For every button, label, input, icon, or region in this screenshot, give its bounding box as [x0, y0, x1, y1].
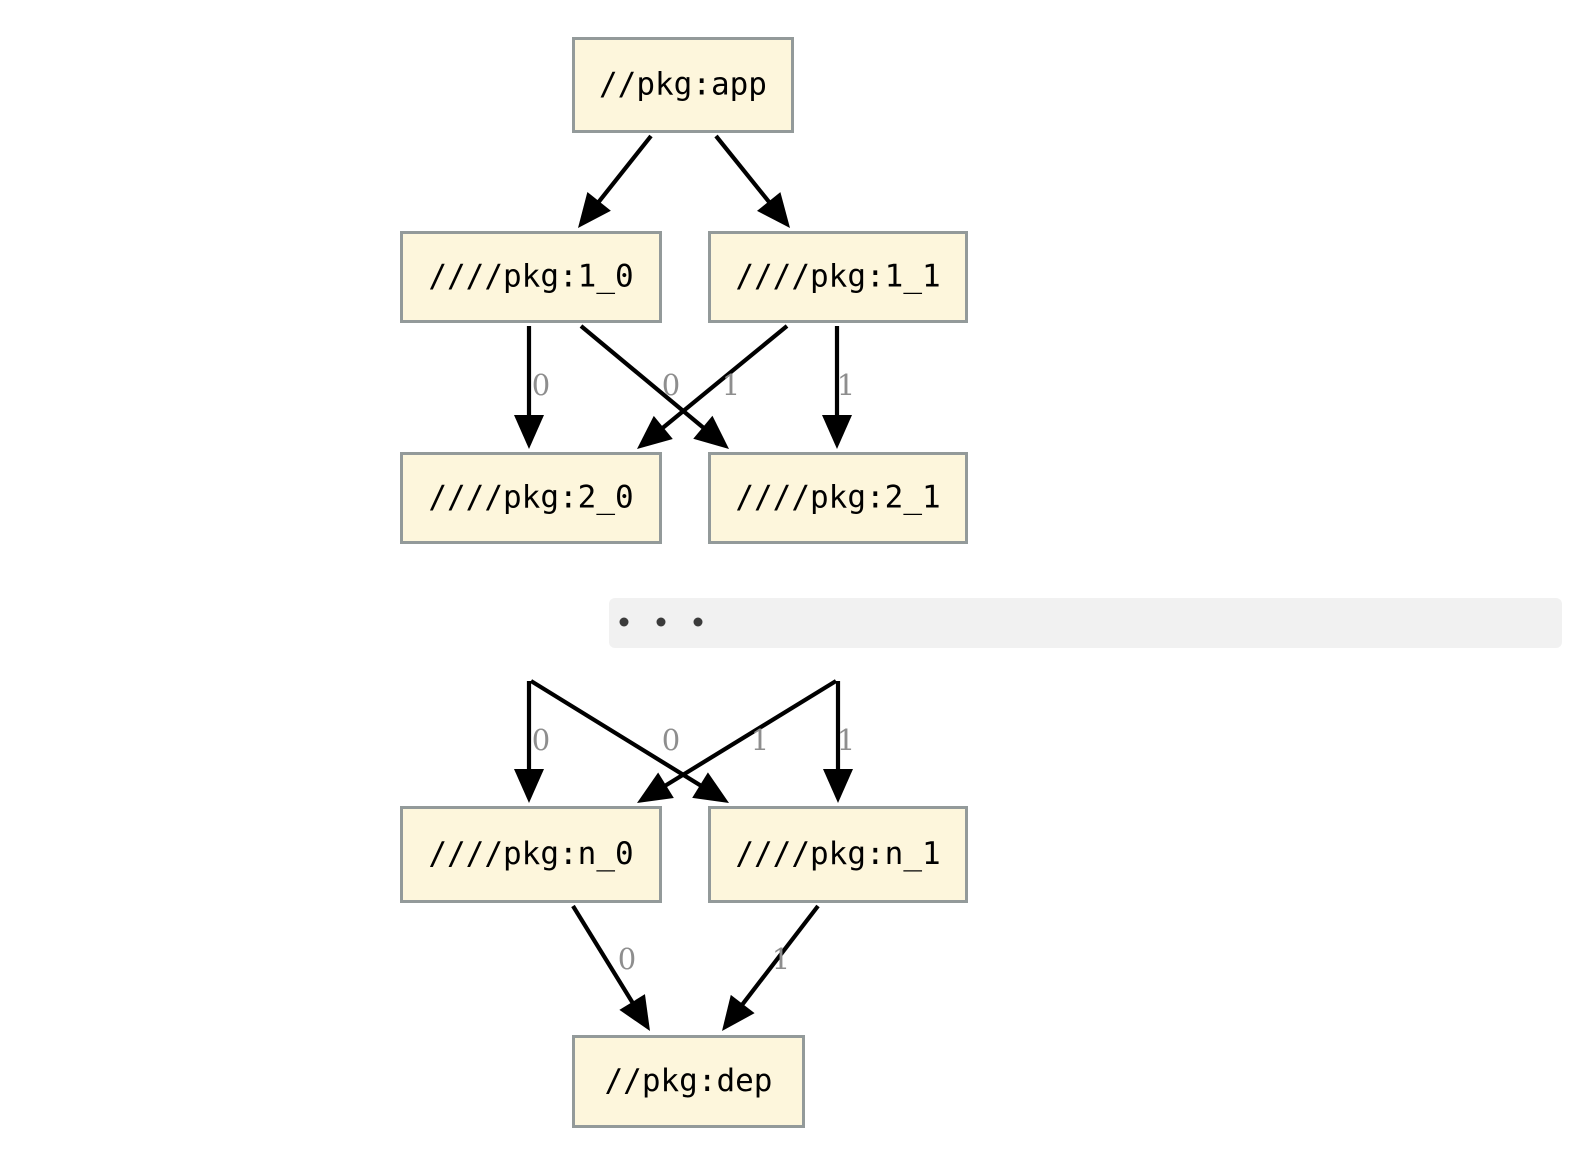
edge-line — [659, 679, 838, 791]
edge-arrowhead — [514, 415, 544, 449]
edge-label: 1 — [751, 723, 769, 757]
graph-node-l2_0[interactable]: ////pkg:2_0 — [400, 452, 662, 544]
node-label: ////pkg:1_0 — [428, 259, 633, 295]
node-box — [400, 452, 662, 544]
edge-label: 0 — [662, 368, 680, 402]
edge-line — [571, 904, 638, 1009]
graph-node-l2_1[interactable]: ////pkg:2_1 — [708, 452, 968, 544]
edge-arrowhead — [692, 772, 729, 803]
edge-arrowhead — [823, 769, 853, 803]
edge-arrowhead — [822, 415, 852, 449]
graph-node-dep[interactable]: //pkg:dep — [572, 1035, 805, 1128]
edge-arrowhead — [637, 772, 674, 803]
edges-layer — [514, 134, 853, 1031]
edge-line — [529, 679, 707, 791]
node-box — [400, 806, 662, 903]
graph-node-ln_0[interactable]: ////pkg:n_0 — [400, 806, 662, 903]
node-box — [708, 806, 968, 903]
ellipsis-dot — [619, 617, 629, 627]
edge-label: 0 — [532, 368, 550, 402]
nodes-layer: //pkg:app ////pkg:1_0 ////pkg:1_1 ////pkg:2… — [400, 37, 968, 1128]
edge-arrowhead — [757, 192, 790, 228]
edge-label: 1 — [722, 368, 740, 402]
edge-arrowhead — [722, 994, 755, 1031]
edge-label: 0 — [532, 723, 550, 757]
edge-label: 1 — [837, 723, 855, 757]
edge-label: 0 — [662, 723, 680, 757]
edge-line — [714, 134, 775, 208]
edge-arrowhead — [514, 769, 544, 803]
ellipsis-separator — [609, 598, 1562, 648]
node-label: ////pkg:2_1 — [735, 480, 940, 516]
node-label: //pkg:app — [599, 67, 767, 103]
edge-arrowhead — [637, 415, 673, 449]
edge-arrowhead — [693, 415, 729, 449]
node-box — [572, 1035, 805, 1128]
ellipsis-band — [609, 598, 1562, 648]
node-label: ////pkg:n_0 — [428, 836, 633, 872]
node-box — [572, 37, 794, 133]
ellipsis-dot — [656, 617, 666, 627]
edge-line — [593, 134, 653, 208]
edge-arrowhead — [578, 192, 611, 228]
node-box — [400, 231, 662, 323]
graph-node-l1_1[interactable]: ////pkg:1_1 — [708, 231, 968, 323]
edge-arrowhead — [619, 994, 650, 1031]
edge-line — [657, 324, 789, 433]
edge-label: 1 — [837, 368, 855, 402]
node-box — [708, 231, 968, 323]
edge-labels-layer: 0 0 1 1 0 0 1 1 0 1 — [532, 368, 855, 976]
graph-node-ln_1[interactable]: ////pkg:n_1 — [708, 806, 968, 903]
edge-label: 1 — [772, 942, 790, 976]
node-label: ////pkg:2_0 — [428, 480, 633, 516]
node-label: ////pkg:n_1 — [735, 836, 940, 872]
node-label: ////pkg:1_1 — [735, 259, 940, 295]
graph-node-app[interactable]: //pkg:app — [572, 37, 794, 133]
edge-label: 0 — [618, 942, 636, 976]
node-box — [708, 452, 968, 544]
ellipsis-dot — [693, 617, 703, 627]
graph-node-l1_0[interactable]: ////pkg:1_0 — [400, 231, 662, 323]
edge-line — [737, 904, 820, 1011]
edge-line — [579, 324, 709, 433]
node-label: //pkg:dep — [605, 1063, 773, 1099]
